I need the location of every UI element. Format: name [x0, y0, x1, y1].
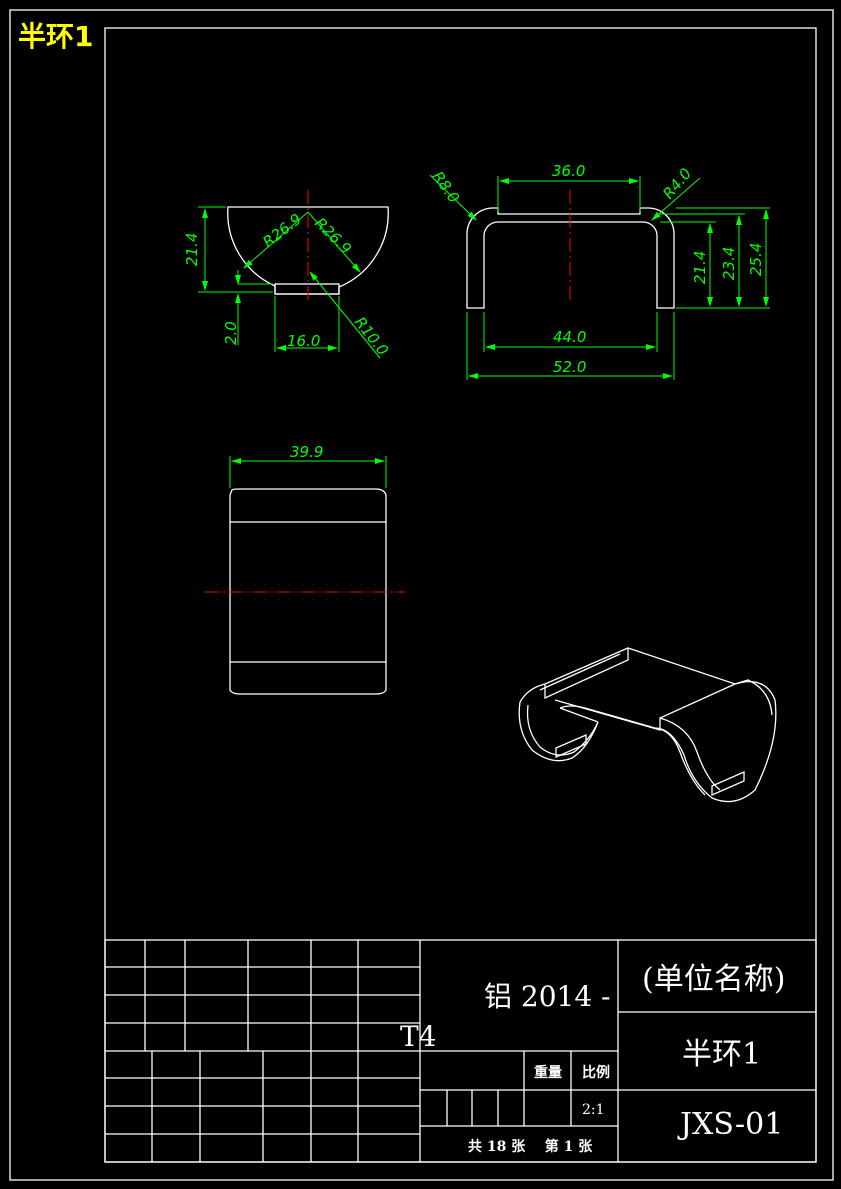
- title-block: [104, 939, 817, 1163]
- material-line-1: 铝 2014 -: [484, 980, 611, 1013]
- dim-16-0: 16.0: [287, 332, 320, 350]
- sheet-count: 共 18 张 第 1 张: [468, 1138, 593, 1155]
- scale-label: 比例: [582, 1064, 610, 1081]
- dim-36-0: 36.0: [552, 162, 585, 180]
- dim-44-0: 44.0: [553, 328, 586, 346]
- dim-r8-0: R8.0: [429, 168, 463, 206]
- dim-52-0: 52.0: [553, 358, 586, 376]
- isometric-view: [518, 647, 777, 803]
- dim-21-4-left: 21.4: [183, 233, 201, 266]
- material-line-2: T4: [400, 1020, 437, 1053]
- dim-r26-9-a: R26.9: [259, 210, 305, 251]
- semicircle-view: [198, 190, 389, 359]
- drawing-title: 半环1: [18, 20, 93, 53]
- top-view: [205, 456, 405, 695]
- dim-39-9: 39.9: [290, 443, 323, 461]
- weight-label: 重量: [534, 1064, 562, 1081]
- dim-r10-0: R10.0: [351, 313, 392, 359]
- part-name: 半环1: [682, 1037, 761, 1072]
- dim-2-0: 2.0: [222, 321, 240, 345]
- dim-21-4-right: 21.4: [691, 251, 709, 284]
- dim-r26-9-b: R26.9: [311, 214, 355, 258]
- dim-23-4: 23.4: [720, 247, 738, 280]
- channel-view: [429, 174, 770, 380]
- scale-value: 2:1: [582, 1102, 605, 1118]
- dim-25-4: 25.4: [747, 243, 765, 276]
- outer-border: [9, 9, 834, 1181]
- company-name: (单位名称): [642, 962, 785, 997]
- dim-r4-0: R4.0: [659, 165, 695, 203]
- drawing-number: JXS-01: [677, 1107, 783, 1142]
